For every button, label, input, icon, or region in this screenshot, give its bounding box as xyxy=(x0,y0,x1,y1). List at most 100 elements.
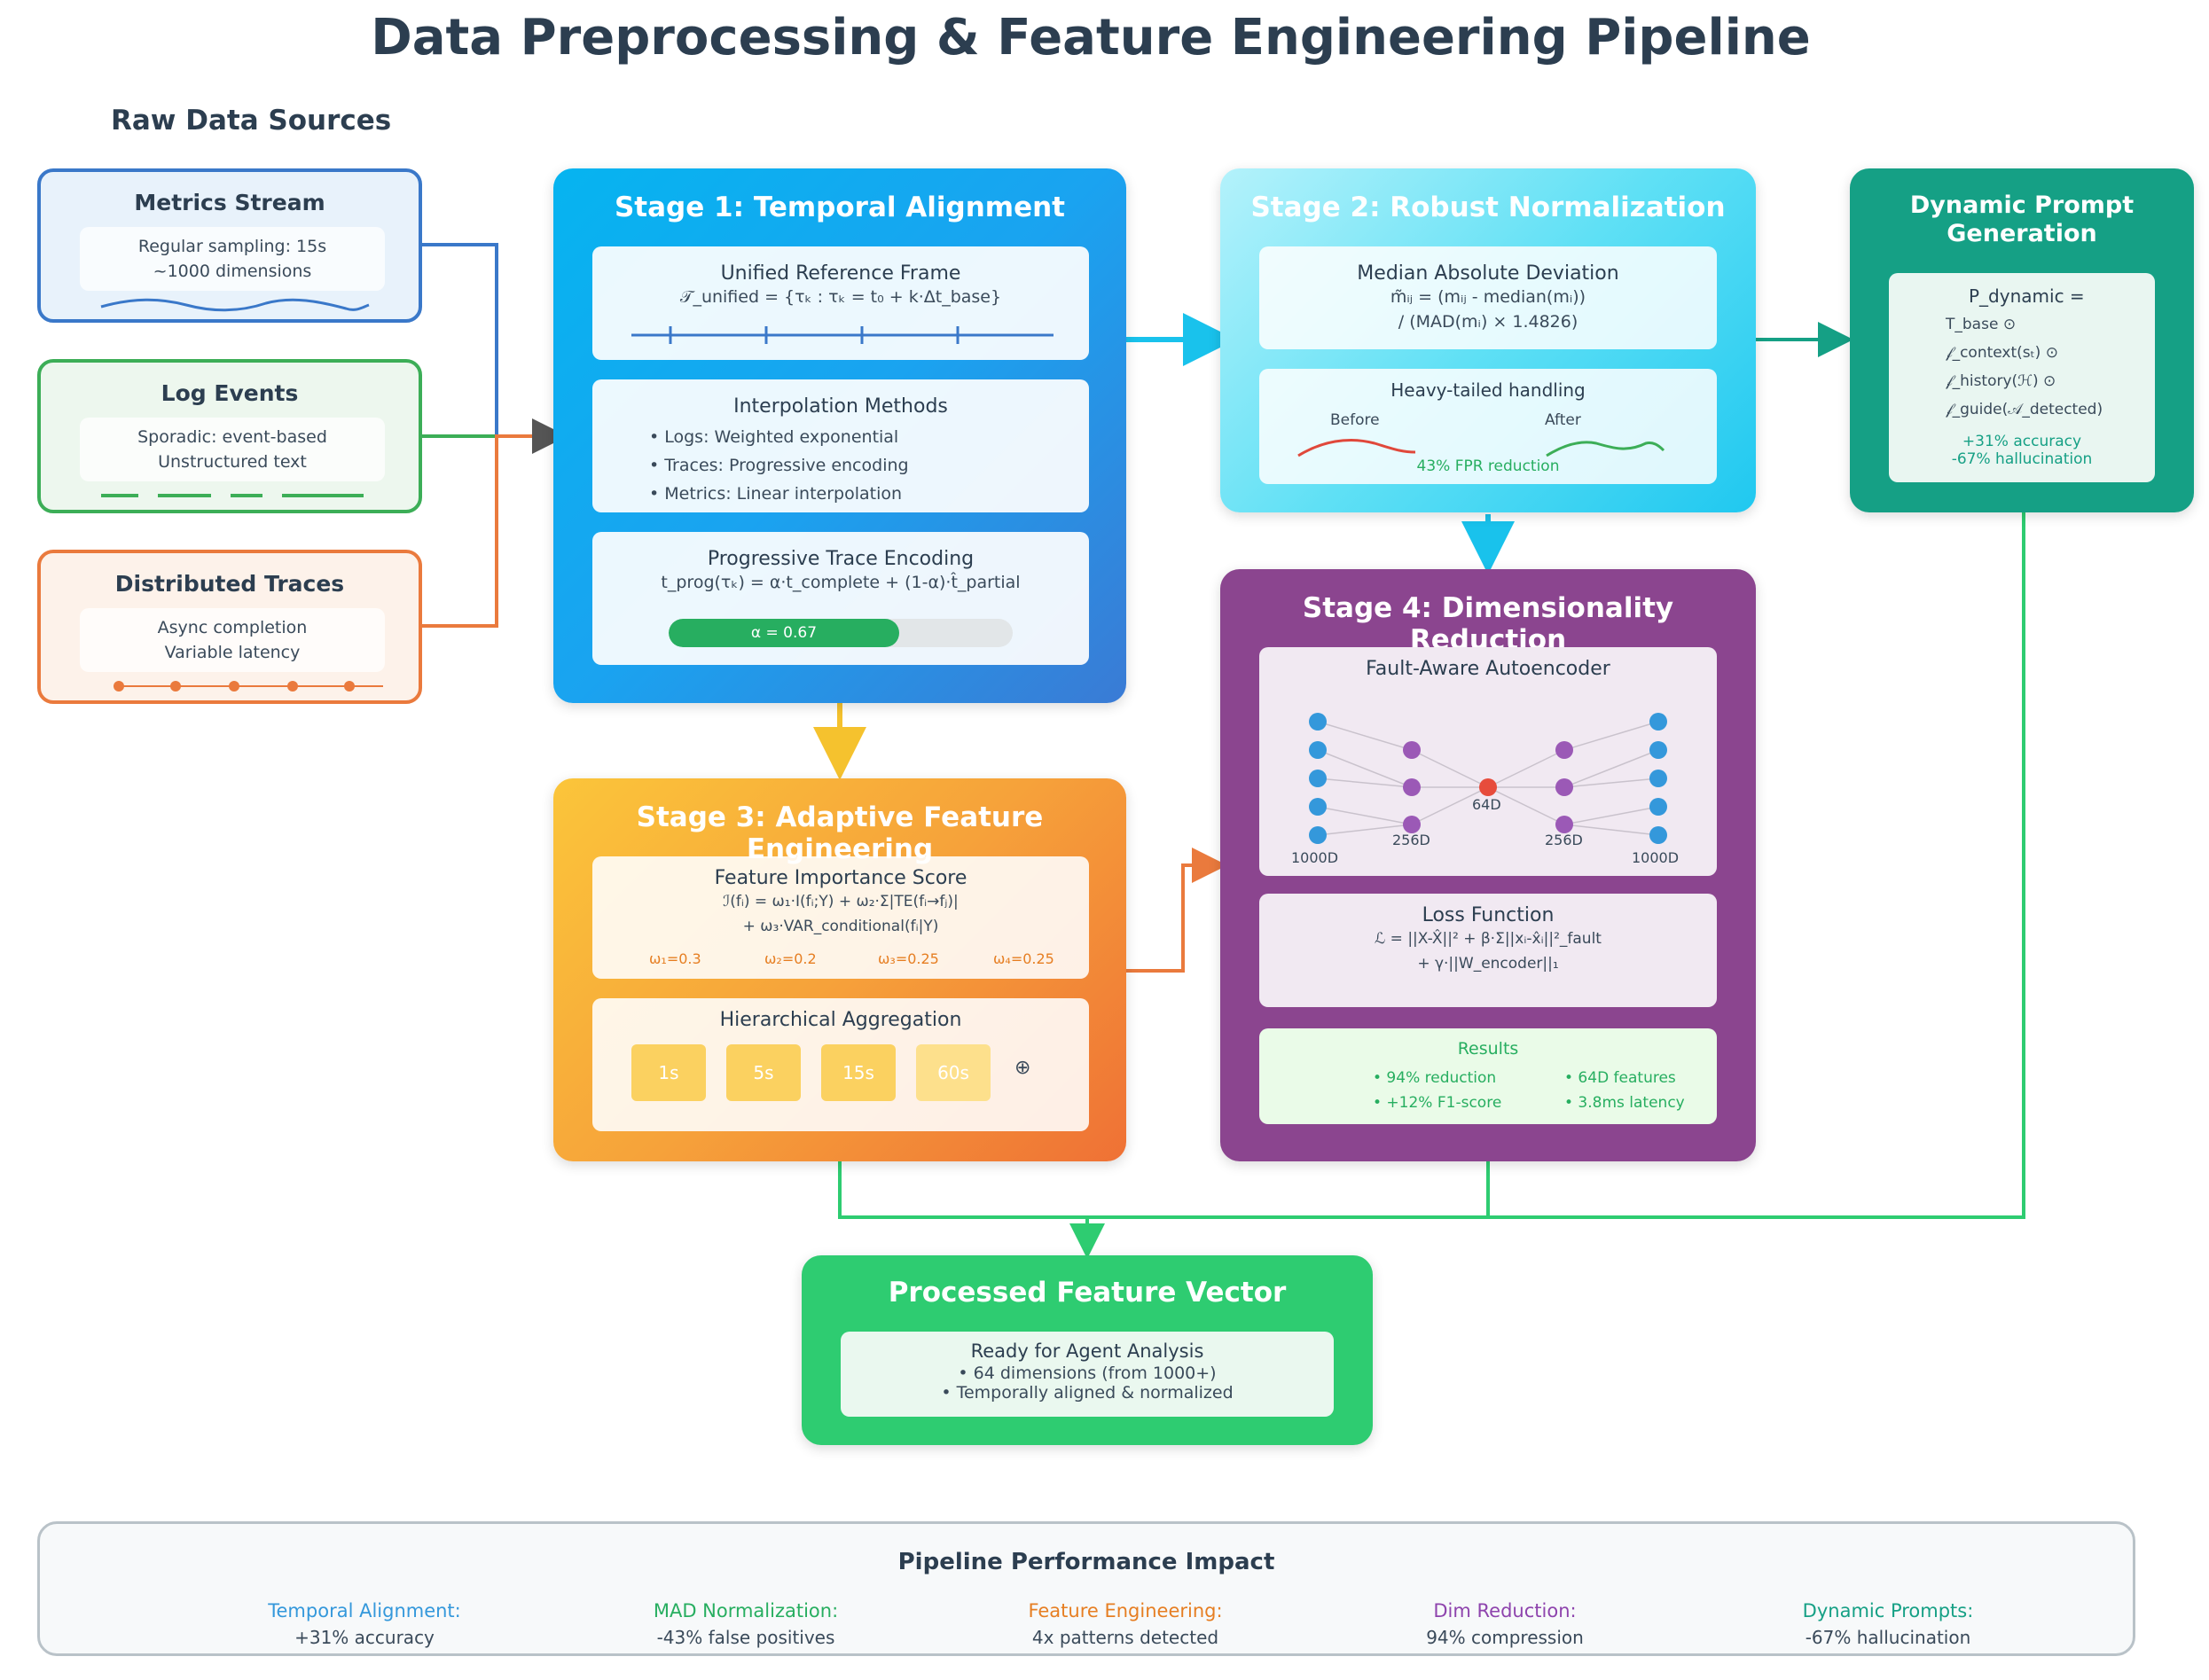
stage4-box: Stage 4: Dimensionality Reduction Fault-… xyxy=(1220,569,1756,1161)
processed-heading: Ready for Agent Analysis xyxy=(970,1340,1204,1362)
mad-card: Median Absolute Deviation m̃ᵢⱼ = (mᵢⱼ - … xyxy=(1259,246,1717,349)
perf-dim-value: 94% compression xyxy=(1426,1627,1584,1648)
distributed-traces-details: Async completion Variable latency xyxy=(80,608,385,672)
layer-label-enc: 256D xyxy=(1392,832,1430,848)
chip-15s: 15s xyxy=(821,1044,896,1101)
trace-dots-icon xyxy=(114,681,383,692)
term-base: T_base ⊙ xyxy=(1946,316,2017,333)
perf-dynamic: Dynamic Prompts: -67% hallucination xyxy=(1711,1600,2065,1648)
distributed-traces-title: Distributed Traces xyxy=(114,571,345,597)
result-reduction: • 94% reduction xyxy=(1373,1069,1497,1087)
weight-w1: ω₁=0.3 xyxy=(649,950,701,967)
layer-label-latent: 64D xyxy=(1472,796,1501,813)
after-label: After xyxy=(1545,411,1581,429)
chip-1s: 1s xyxy=(631,1044,706,1101)
term-guide: 𝒻_guide(𝒜_detected) xyxy=(1946,401,2103,418)
stage2-title: Stage 2: Robust Normalization xyxy=(1250,191,1726,223)
loss-function-card: Loss Function ℒ = ||X-X̂||² + β·Σ||xᵢ-x̂… xyxy=(1259,894,1717,1007)
before-label: Before xyxy=(1330,411,1380,429)
autoencoder-diagram xyxy=(1309,713,1667,844)
page-title: Data Preprocessing & Feature Engineering… xyxy=(371,9,1811,66)
dynamic-stat-accuracy: +31% accuracy xyxy=(1962,433,2082,450)
interpolation-item-metrics: • Metrics: Linear interpolation xyxy=(649,484,903,504)
stage1-box: Stage 1: Temporal Alignment Unified Refe… xyxy=(553,168,1126,703)
term-history: 𝒻_history(ℋ) ⊙ xyxy=(1946,372,2056,390)
distributed-traces-line1: Async completion xyxy=(157,618,308,637)
feature-importance-card: Feature Importance Score ℐ(fᵢ) = ω₁·I(fᵢ… xyxy=(592,856,1089,979)
performance-title: Pipeline Performance Impact xyxy=(897,1549,1275,1575)
layer-label-output: 1000D xyxy=(1632,849,1680,866)
loss-function-formula1: ℒ = ||X-X̂||² + β·Σ||xᵢ-x̂ᵢ||²_fault xyxy=(1375,930,1602,948)
weight-w2: ω₂=0.2 xyxy=(764,950,817,967)
processed-vector-title: Processed Feature Vector xyxy=(888,1277,1287,1309)
metrics-stream-title: Metrics Stream xyxy=(134,190,325,215)
processed-vector-box: Processed Feature Vector Ready for Agent… xyxy=(802,1255,1373,1445)
metrics-stream-line2: ~1000 dimensions xyxy=(153,262,312,281)
unified-reference-card: Unified Reference Frame 𝒯_unified = {τₖ … xyxy=(592,246,1089,360)
metrics-stream-box: Metrics Stream Regular sampling: 15s ~10… xyxy=(37,168,422,323)
perf-feature-label: Feature Engineering: xyxy=(1028,1600,1223,1621)
metrics-stream-details: Regular sampling: 15s ~1000 dimensions xyxy=(80,227,385,291)
chip-5s: 5s xyxy=(726,1044,801,1101)
distributed-traces-line2: Variable latency xyxy=(164,643,301,662)
interpolation-card: Interpolation Methods • Logs: Weighted e… xyxy=(592,379,1089,512)
metrics-connector xyxy=(422,243,498,436)
perf-feature: Feature Engineering: 4x patterns detecte… xyxy=(948,1600,1303,1648)
weight-w4: ω₄=0.25 xyxy=(993,950,1054,967)
log-events-line1: Sporadic: event-based xyxy=(137,427,327,447)
hierarchical-aggregation-card: Hierarchical Aggregation 1s 5s 15s 60s ⊕ xyxy=(592,998,1089,1131)
unified-reference-formula: 𝒯_unified = {τₖ : τₖ = t₀ + k·Δt_base} xyxy=(679,287,1002,307)
autoencoder-title: Fault-Aware Autoencoder xyxy=(1366,658,1610,680)
results-card: Results • 94% reduction • 64D features •… xyxy=(1259,1028,1717,1124)
alpha-progress-fill: α = 0.67 xyxy=(669,619,899,647)
mad-title: Median Absolute Deviation xyxy=(1357,262,1619,285)
unified-reference-title: Unified Reference Frame xyxy=(720,262,961,285)
perf-mad-value: -43% false positives xyxy=(656,1627,835,1648)
stage1-title: Stage 1: Temporal Alignment xyxy=(614,191,1066,223)
stage3-box: Stage 3: Adaptive Feature Engineering Fe… xyxy=(553,778,1126,1161)
stage3-to-stage4-arrow xyxy=(1126,848,1227,973)
hierarchical-aggregation-title: Hierarchical Aggregation xyxy=(719,1009,962,1031)
heavy-tail-title: Heavy-tailed handling xyxy=(1390,379,1586,401)
layer-label-dec: 256D xyxy=(1545,832,1583,848)
after-curve-icon xyxy=(1546,441,1665,457)
fpr-reduction-note: 43% FPR reduction xyxy=(1416,457,1560,475)
log-events-details: Sporadic: event-based Unstructured text xyxy=(80,418,385,481)
raw-sources-label: Raw Data Sources xyxy=(111,105,392,137)
log-events-line2: Unstructured text xyxy=(158,452,307,472)
heavy-tail-card: Heavy-tailed handling Before After 43% F… xyxy=(1259,369,1717,484)
result-features: • 64D features xyxy=(1564,1069,1676,1087)
dynamic-prompt-card: P_dynamic = T_base ⊙ 𝒻_context(sₜ) ⊙ 𝒻_h… xyxy=(1889,273,2155,482)
traces-connector xyxy=(422,418,568,628)
before-curve-icon xyxy=(1297,438,1416,457)
metrics-stream-line1: Regular sampling: 15s xyxy=(137,237,327,256)
processed-line1: • 64 dimensions (from 1000+) xyxy=(958,1364,1217,1383)
dynamic-prompt-title-line2: Generation xyxy=(1947,220,2097,247)
progressive-trace-formula: t_prog(τₖ) = α·t_complete + (1-α)·t̂_par… xyxy=(661,573,1021,592)
term-context: 𝒻_context(sₜ) ⊙ xyxy=(1946,344,2058,362)
feature-importance-formula2: + ω₃·VAR_conditional(fᵢ|Y) xyxy=(742,918,939,935)
weight-w3: ω₃=0.25 xyxy=(878,950,939,967)
result-f1: • +12% F1-score xyxy=(1373,1094,1502,1112)
perf-dim-label: Dim Reduction: xyxy=(1433,1600,1577,1621)
perf-temporal-value: +31% accuracy xyxy=(294,1627,435,1648)
timeline-icon xyxy=(631,326,1054,344)
loss-function-formula2: + γ·||W_encoder||₁ xyxy=(1417,955,1559,973)
mad-formula-line1: m̃ᵢⱼ = (mᵢⱼ - median(mᵢ)) xyxy=(1390,287,1586,307)
performance-panel: Pipeline Performance Impact Temporal Ali… xyxy=(37,1521,2135,1656)
perf-dynamic-value: -67% hallucination xyxy=(1805,1627,1971,1648)
results-title: Results xyxy=(1457,1039,1519,1059)
layer-label-input: 1000D xyxy=(1291,849,1339,866)
autoencoder-card: Fault-Aware Autoencoder 1000D 256D 64D xyxy=(1259,647,1717,876)
perf-mad-label: MAD Normalization: xyxy=(653,1600,839,1621)
feature-importance-title: Feature Importance Score xyxy=(714,867,967,889)
progressive-trace-card: Progressive Trace Encoding t_prog(τₖ) = … xyxy=(592,532,1089,665)
stage3-to-processed-line xyxy=(838,512,2025,1219)
metrics-wave-icon xyxy=(100,298,370,312)
log-events-title: Log Events xyxy=(161,380,299,406)
interpolation-title: Interpolation Methods xyxy=(733,395,948,418)
perf-temporal-label: Temporal Alignment: xyxy=(268,1600,461,1621)
perf-dim: Dim Reduction: 94% compression xyxy=(1328,1600,1682,1648)
dynamic-prompt-terms: T_base ⊙ 𝒻_context(sₜ) ⊙ 𝒻_history(ℋ) ⊙ … xyxy=(1889,310,2155,424)
